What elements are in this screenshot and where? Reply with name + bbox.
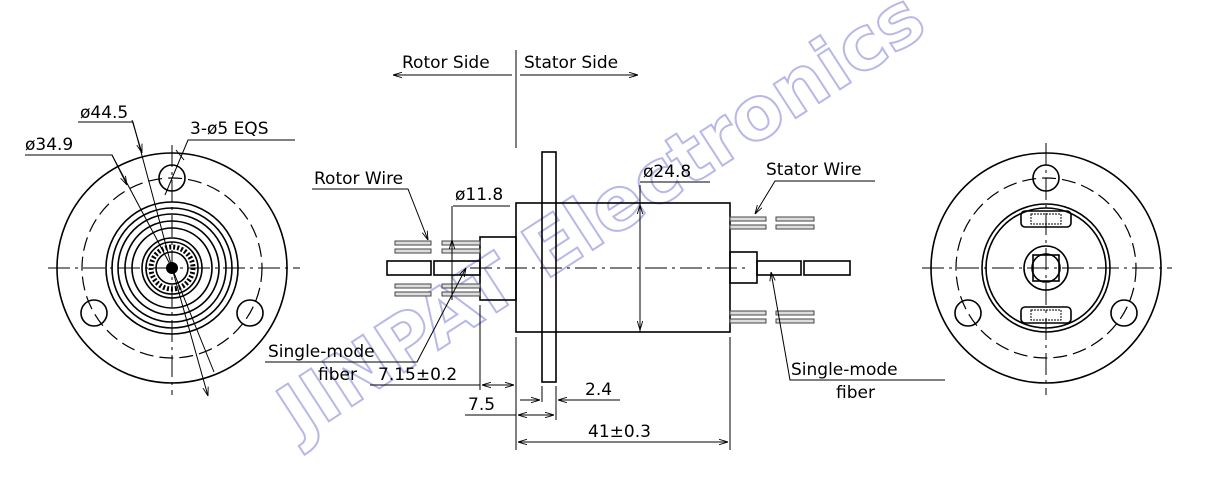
dim-d44-5: ø44.5 (80, 103, 128, 123)
dim-7-5: 7.5 (468, 395, 495, 415)
dim-d34-9: ø34.9 (25, 135, 73, 155)
stator-end-view (922, 143, 1172, 395)
fiber-right-label-1: Single-mode (791, 360, 898, 380)
rotor-end-view (25, 119, 300, 396)
stator-wire-label: Stator Wire (766, 160, 862, 180)
dim-holes: 3-ø5 EQS (190, 119, 268, 139)
dim-d24-8: ø24.8 (643, 162, 691, 182)
side-divider (393, 50, 638, 148)
fiber-left-label-2: fiber (318, 365, 357, 385)
rotor-side-label: Rotor Side (402, 53, 490, 73)
fiber-left-label-1: Single-mode (268, 342, 375, 362)
dim-2-4: 2.4 (585, 380, 612, 400)
dim-7-15: 7.15±0.2 (378, 365, 457, 385)
dim-41: 41±0.3 (588, 422, 651, 442)
side-view (265, 151, 945, 450)
stator-side-label: Stator Side (524, 53, 618, 73)
dim-d11-8: ø11.8 (455, 185, 503, 205)
rotor-wire-label: Rotor Wire (314, 169, 403, 189)
fiber-right-label-2: fiber (836, 383, 875, 403)
